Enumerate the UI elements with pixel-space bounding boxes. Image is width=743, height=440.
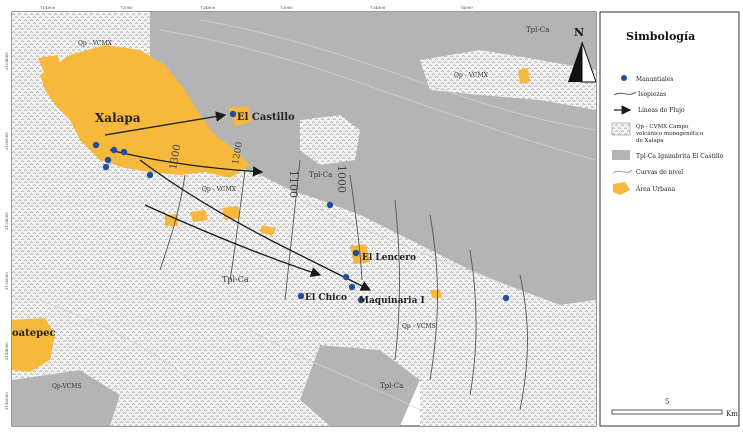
scale-bar: 5 Km bbox=[611, 398, 738, 418]
grid-label-top: 734000 bbox=[370, 5, 386, 10]
label-tpl-ca-1: Tpl-Ca bbox=[526, 26, 549, 34]
volcanic-field-central bbox=[300, 115, 360, 165]
legend-label-isopiezas: Isopiezas bbox=[638, 91, 666, 98]
legend-label-volcanic-line: de Xalapa bbox=[636, 138, 664, 144]
legend-ignimbrite-box bbox=[612, 150, 630, 160]
volcanic-field-west bbox=[12, 12, 596, 426]
spring-maquinaria-2 bbox=[348, 283, 356, 291]
map-content: Xalapa El Castillo El Lencero El Chico M… bbox=[12, 12, 596, 426]
grid-labels-left: 2164000 2160000 2154000 2150000 2144000 21400… bbox=[4, 52, 9, 410]
flow-lines bbox=[104, 111, 372, 291]
grid-label-left: 2140000 bbox=[4, 392, 9, 410]
legend-panel: Simbología Manantiales Isopiezas Líneas … bbox=[599, 11, 740, 427]
iso-label-1200: 1200 bbox=[231, 141, 245, 166]
legend-urban-area bbox=[613, 182, 630, 195]
spring-xalapa-4 bbox=[104, 156, 112, 164]
legend-label-contour: Curvas de nivel bbox=[636, 169, 683, 176]
spring-castillo bbox=[229, 110, 237, 118]
contour-lines bbox=[39, 19, 596, 411]
grid-label-left: 2144000 bbox=[4, 342, 9, 360]
grid-label-left: 2160000 bbox=[4, 132, 9, 150]
grid-label-top: 72000 bbox=[120, 5, 133, 10]
springs-layer bbox=[92, 110, 510, 304]
spring-xalapa-1 bbox=[92, 141, 100, 149]
urban-area-small-5 bbox=[430, 290, 442, 298]
grid-label-top: 724000 bbox=[200, 5, 216, 10]
spring-chico bbox=[297, 292, 305, 300]
label-lencero: El Lencero bbox=[362, 253, 416, 263]
ignimbrite-region-southeast bbox=[300, 345, 420, 426]
spring-maquinaria-3 bbox=[357, 296, 365, 304]
label-chico: El Chico bbox=[305, 293, 347, 303]
legend-label-volcanic-line: Qp - CVMX Campo bbox=[636, 124, 689, 130]
grid-labels-top: 714000 72000 724000 73000 734000 74000 bbox=[40, 5, 473, 10]
grid-label-left: 2164000 bbox=[4, 52, 9, 70]
urban-area-northwest bbox=[38, 55, 60, 74]
urban-area-small-6 bbox=[165, 214, 178, 226]
label-coatepec: oatepec bbox=[12, 328, 56, 339]
grid-label-top: 714000 bbox=[40, 5, 56, 10]
spring-lencero bbox=[352, 249, 360, 257]
legend-volcanic-pattern bbox=[611, 122, 631, 136]
spring-maquinaria-1 bbox=[342, 273, 350, 281]
label-maquinaria: Maquinaria I bbox=[359, 296, 425, 306]
urban-area-small-2 bbox=[222, 206, 240, 220]
volcanic-field-north bbox=[420, 50, 596, 110]
legend-spring-dot bbox=[621, 75, 627, 81]
urban-area-small-3 bbox=[260, 225, 276, 236]
legend-contour-line bbox=[612, 169, 633, 174]
legend-label-springs: Manantiales bbox=[636, 76, 673, 83]
legend-isopiezas-line bbox=[613, 91, 637, 96]
legend-label-ignimbrite: Tpl-Ca Ignimbrita El Castillo bbox=[636, 153, 724, 160]
urban-area-xalapa bbox=[40, 45, 250, 178]
isopiezas-lines bbox=[159, 159, 528, 411]
label-tpl-ca-3: Tpl-Ca bbox=[222, 275, 249, 284]
legend-label-urban: Área Urbana bbox=[635, 186, 675, 193]
label-xalapa: Xalapa bbox=[95, 111, 141, 125]
grid-label-top: 73000 bbox=[280, 5, 293, 10]
label-qp-4: Qp - VCMS bbox=[402, 323, 436, 330]
grid-label-left: 2154000 bbox=[4, 212, 9, 230]
iso-label-1100: 1100 bbox=[287, 170, 300, 198]
spring-xalapa-3 bbox=[120, 148, 128, 156]
legend-label-volcanic-line: volcánico monogenético bbox=[635, 130, 704, 137]
legend-label-flow: Líneas de Flujo bbox=[638, 107, 685, 114]
label-tpl-ca-2: Tpl-Ca bbox=[309, 171, 332, 179]
spring-north-central bbox=[326, 201, 334, 209]
north-label: N bbox=[574, 26, 584, 39]
iso-label-1000: 1000 bbox=[335, 165, 348, 193]
urban-area-coatepec bbox=[12, 318, 55, 372]
spring-xalapa-2 bbox=[110, 146, 118, 154]
label-tpl-ca-4: Tpl-Ca bbox=[380, 382, 403, 390]
scale-value: 5 bbox=[665, 398, 669, 406]
grid-label-left: 2150000 bbox=[4, 272, 9, 290]
spring-xalapa-5 bbox=[102, 163, 110, 171]
urban-area-northeast bbox=[518, 68, 530, 84]
label-qp-5: Qp-VCMS bbox=[52, 383, 82, 390]
label-qp-1: Qp - VCMX bbox=[78, 40, 113, 47]
ignimbrite-region-west bbox=[12, 370, 120, 426]
iso-label-1300: 1300 bbox=[168, 144, 183, 171]
scale-unit: Km bbox=[726, 410, 738, 418]
label-qp-2: Qp - VCMX bbox=[454, 72, 489, 79]
label-qp-3: Qp - VCMX bbox=[202, 186, 237, 193]
spring-east-xalapa bbox=[146, 171, 154, 179]
north-arrow: N bbox=[568, 26, 596, 83]
urban-area-small-1 bbox=[190, 210, 208, 222]
grid-label-top: 74000 bbox=[460, 5, 473, 10]
legend-title: Simbología bbox=[626, 30, 695, 43]
spring-east bbox=[502, 294, 510, 302]
label-castillo: El Castillo bbox=[237, 112, 295, 123]
